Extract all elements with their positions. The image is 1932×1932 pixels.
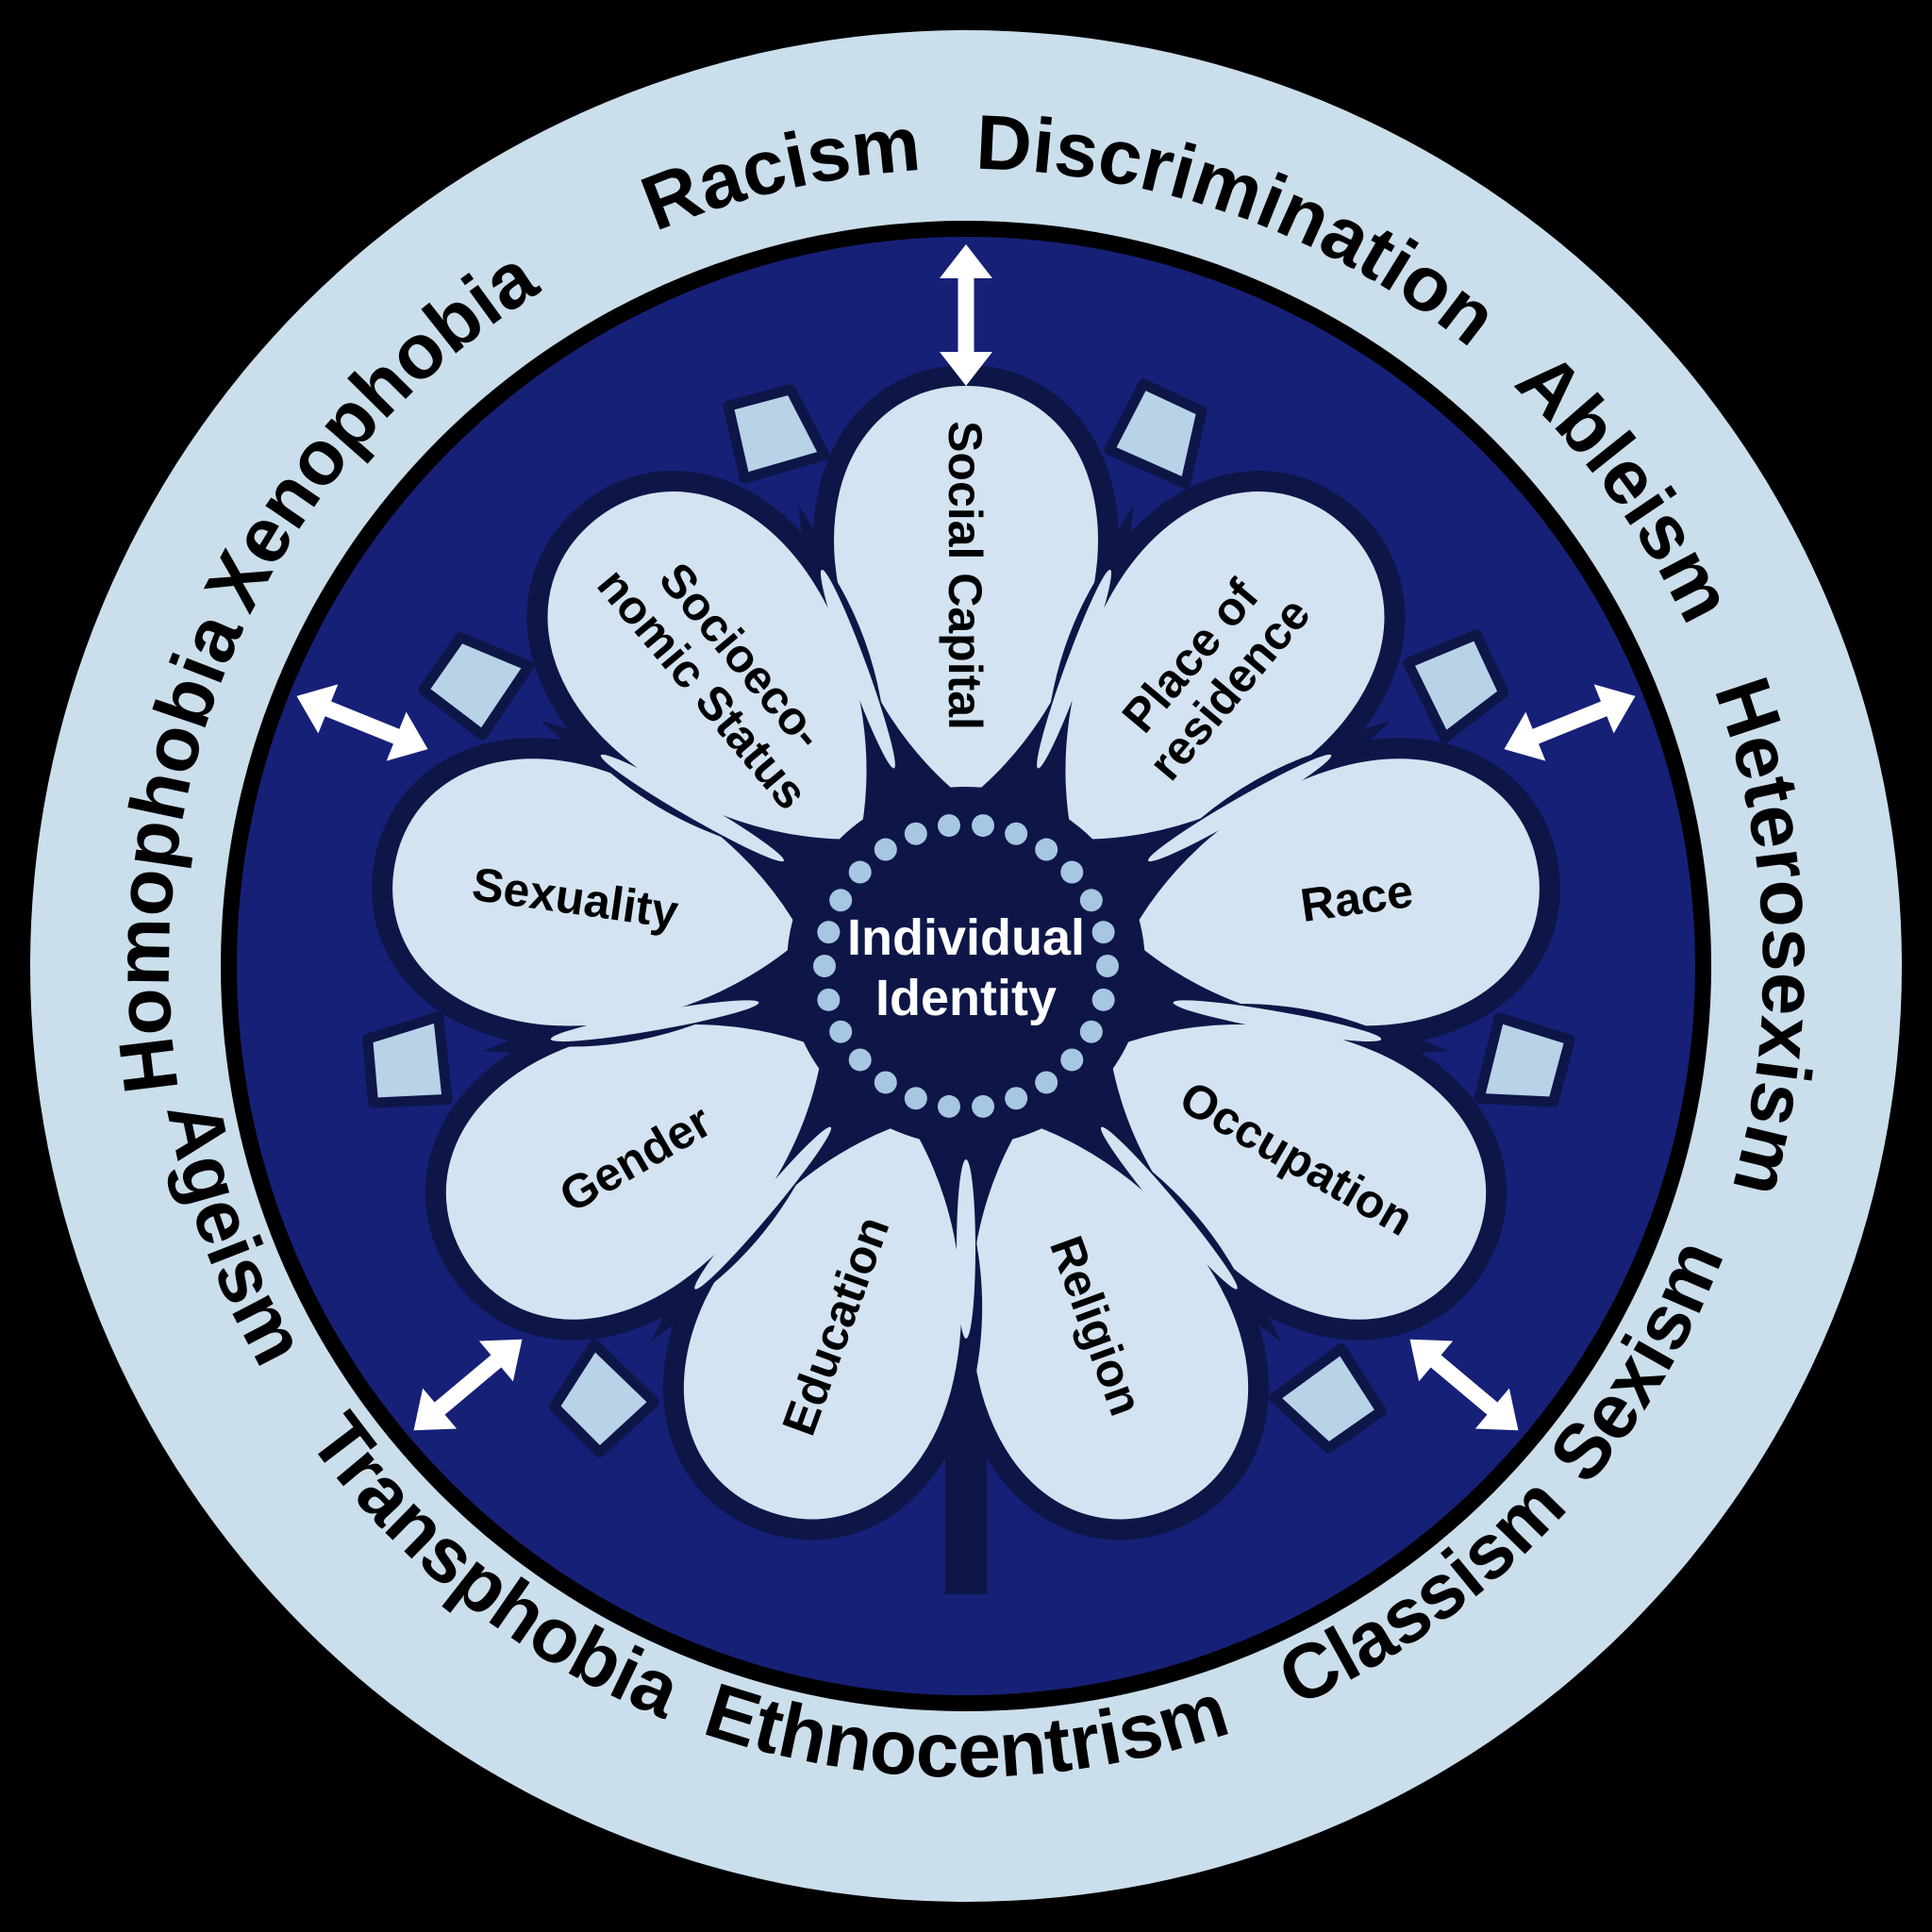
petal-gap-slit: [694, 1126, 832, 1290]
center-label-line1: Individual: [847, 909, 1085, 966]
petal-gap-slit: [820, 569, 895, 769]
petal-gap-diamond: [1479, 1017, 1572, 1112]
petal-gap-slit: [550, 1000, 759, 1041]
flower: Social Capital Place of residence Race O…: [286, 244, 1646, 1594]
petal-gap-slit: [600, 754, 785, 862]
petal-label-line: Social Capital: [939, 421, 991, 730]
petal-gap-slit: [1100, 1126, 1238, 1290]
petal-gap-slit: [1147, 754, 1332, 862]
petal-gap-slit: [957, 1159, 975, 1339]
petal-label-social-capital: Social Capital: [939, 421, 991, 730]
center-dot-ring: [813, 813, 1119, 1119]
flower-center-disc: [787, 787, 1145, 1145]
petal-gap-slit: [1173, 1000, 1382, 1041]
petal-gap-slit: [1037, 569, 1112, 769]
center-label-line2: Identity: [875, 970, 1057, 1026]
